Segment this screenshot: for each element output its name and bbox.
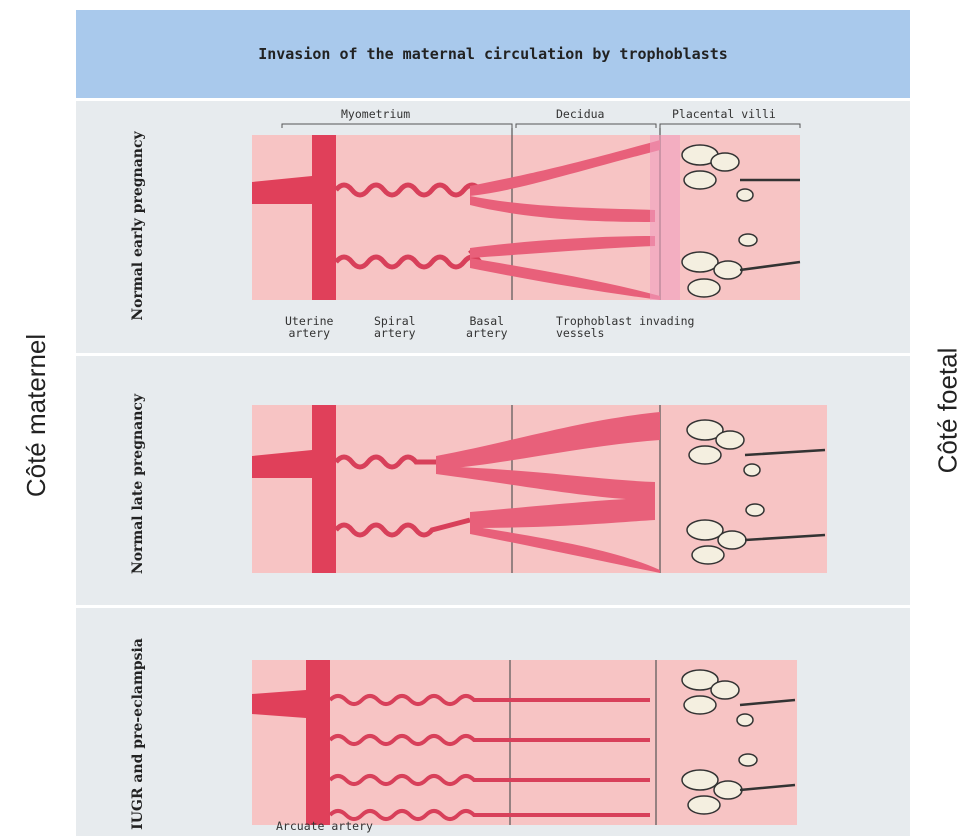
panel1-invasion-zone [650,135,680,300]
basal-artery-label: Basal artery [466,315,508,339]
zone-myometrium-label: Myometrium [341,108,410,120]
panel2-drawing [252,405,827,573]
zone-brackets [282,124,800,128]
panel1-drawing [252,128,800,300]
zone-decidua-label: Decidua [556,108,604,120]
zone-villi-label: Placental villi [672,108,776,120]
panel1-label: Normal early pregnancy [130,126,146,326]
panel3-label: IUGR and pre-eclampsia [130,634,146,834]
panel3-uterine-branch [252,690,306,718]
panel3-arcuate-artery [306,660,330,825]
uterine-artery-label: Uterine artery [285,315,333,339]
panel2-uterine-artery [312,405,336,573]
arcuate-artery-label: Arcuate artery [276,820,373,832]
trophoblast-label: Trophoblast invading vessels [556,315,694,339]
panel3-drawing [252,660,797,825]
spiral-artery-label: Spiral artery [374,315,416,339]
panel1-uterine-artery [312,135,336,300]
panel2-label: Normal late pregnancy [130,384,146,584]
